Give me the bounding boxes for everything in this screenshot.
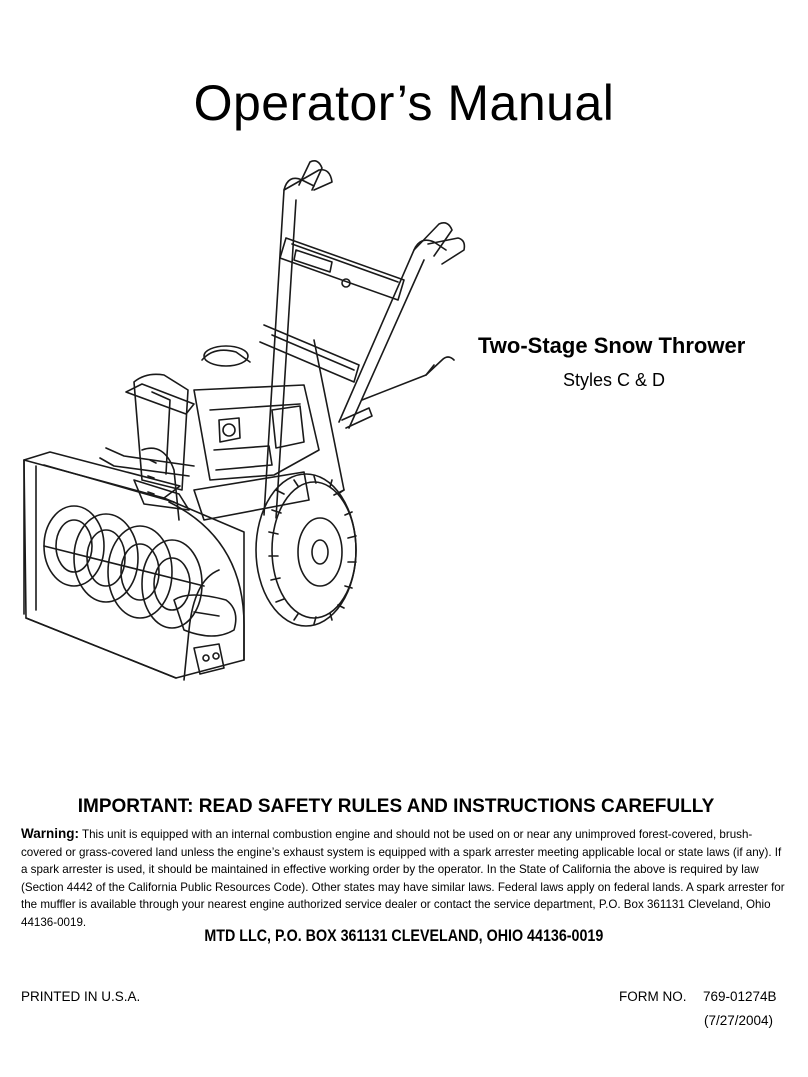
form-date: (7/27/2004) [704, 1013, 774, 1028]
snow-thrower-illustration [23, 160, 466, 681]
company-address: MTD LLC, P.O. BOX 361131 CLEVELAND, OHIO… [204, 926, 604, 945]
warning-paragraph: Warning: This unit is equipped with an i… [21, 825, 788, 931]
printed-in: PRINTED IN U.S.A. [21, 989, 141, 1004]
drive-wheel-left [141, 447, 180, 521]
warning-label: Warning: [21, 826, 79, 841]
warning-text: This unit is equipped with an internal c… [21, 828, 785, 929]
product-styles: Styles C & D [563, 370, 666, 390]
skid-shoe [173, 594, 237, 675]
drive-wheel-right [255, 473, 357, 627]
auger-housing [23, 447, 245, 681]
safety-heading: IMPORTANT: READ SAFETY RULES AND INSTRUC… [77, 796, 715, 817]
page-title: Operator’s Manual [193, 74, 615, 131]
engine-and-chute [125, 345, 320, 521]
product-name: Two-Stage Snow Thrower [478, 333, 746, 358]
form-label: FORM NO. [619, 989, 687, 1004]
handle-assembly [259, 160, 466, 519]
auger-blades [43, 505, 205, 629]
form-number: 769-01274B [703, 989, 777, 1004]
